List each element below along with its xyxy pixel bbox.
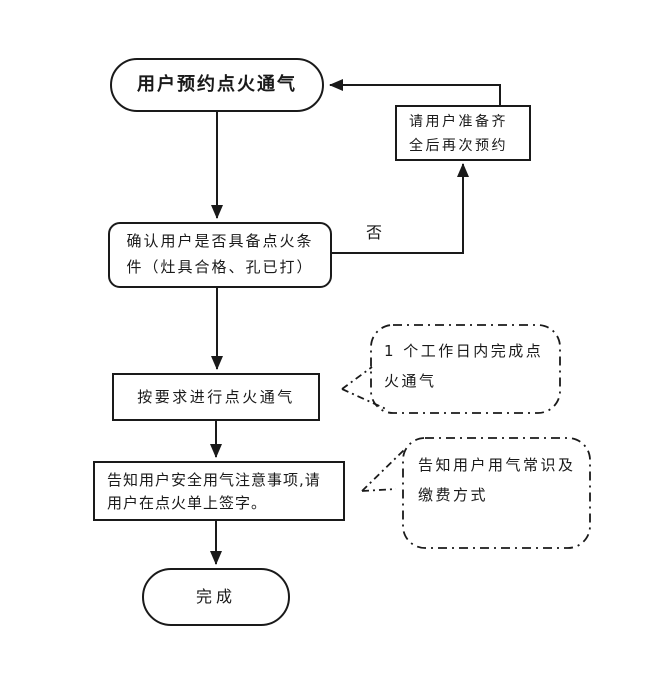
inform-sign-box: 告知用户安全用气注意事项,请用户在点火单上签字。 — [93, 461, 345, 521]
connector-confirm-no-to-prepare — [332, 163, 469, 254]
prepare-again-box: 请用户准备齐全后再次预约 — [395, 105, 531, 161]
no-branch-label: 否 — [366, 223, 383, 242]
callout-duration: 1 个工作日内完成点火通气 — [384, 342, 544, 390]
ignition-action-box: 按要求进行点火通气 — [112, 373, 320, 421]
callout-duration-leader-arrow — [341, 366, 387, 410]
connector-prepare-to-start — [329, 79, 501, 105]
confirm-condition-box: 确认用户是否具备点火条件（灶具合格、孔已打） — [108, 222, 332, 288]
start-terminal: 用户预约点火通气 — [110, 58, 324, 112]
callout-payment-leader-arrow — [361, 448, 406, 492]
end-terminal: 完成 — [142, 568, 290, 626]
callout-payment: 告知用户用气常识及缴费方式 — [418, 456, 576, 504]
